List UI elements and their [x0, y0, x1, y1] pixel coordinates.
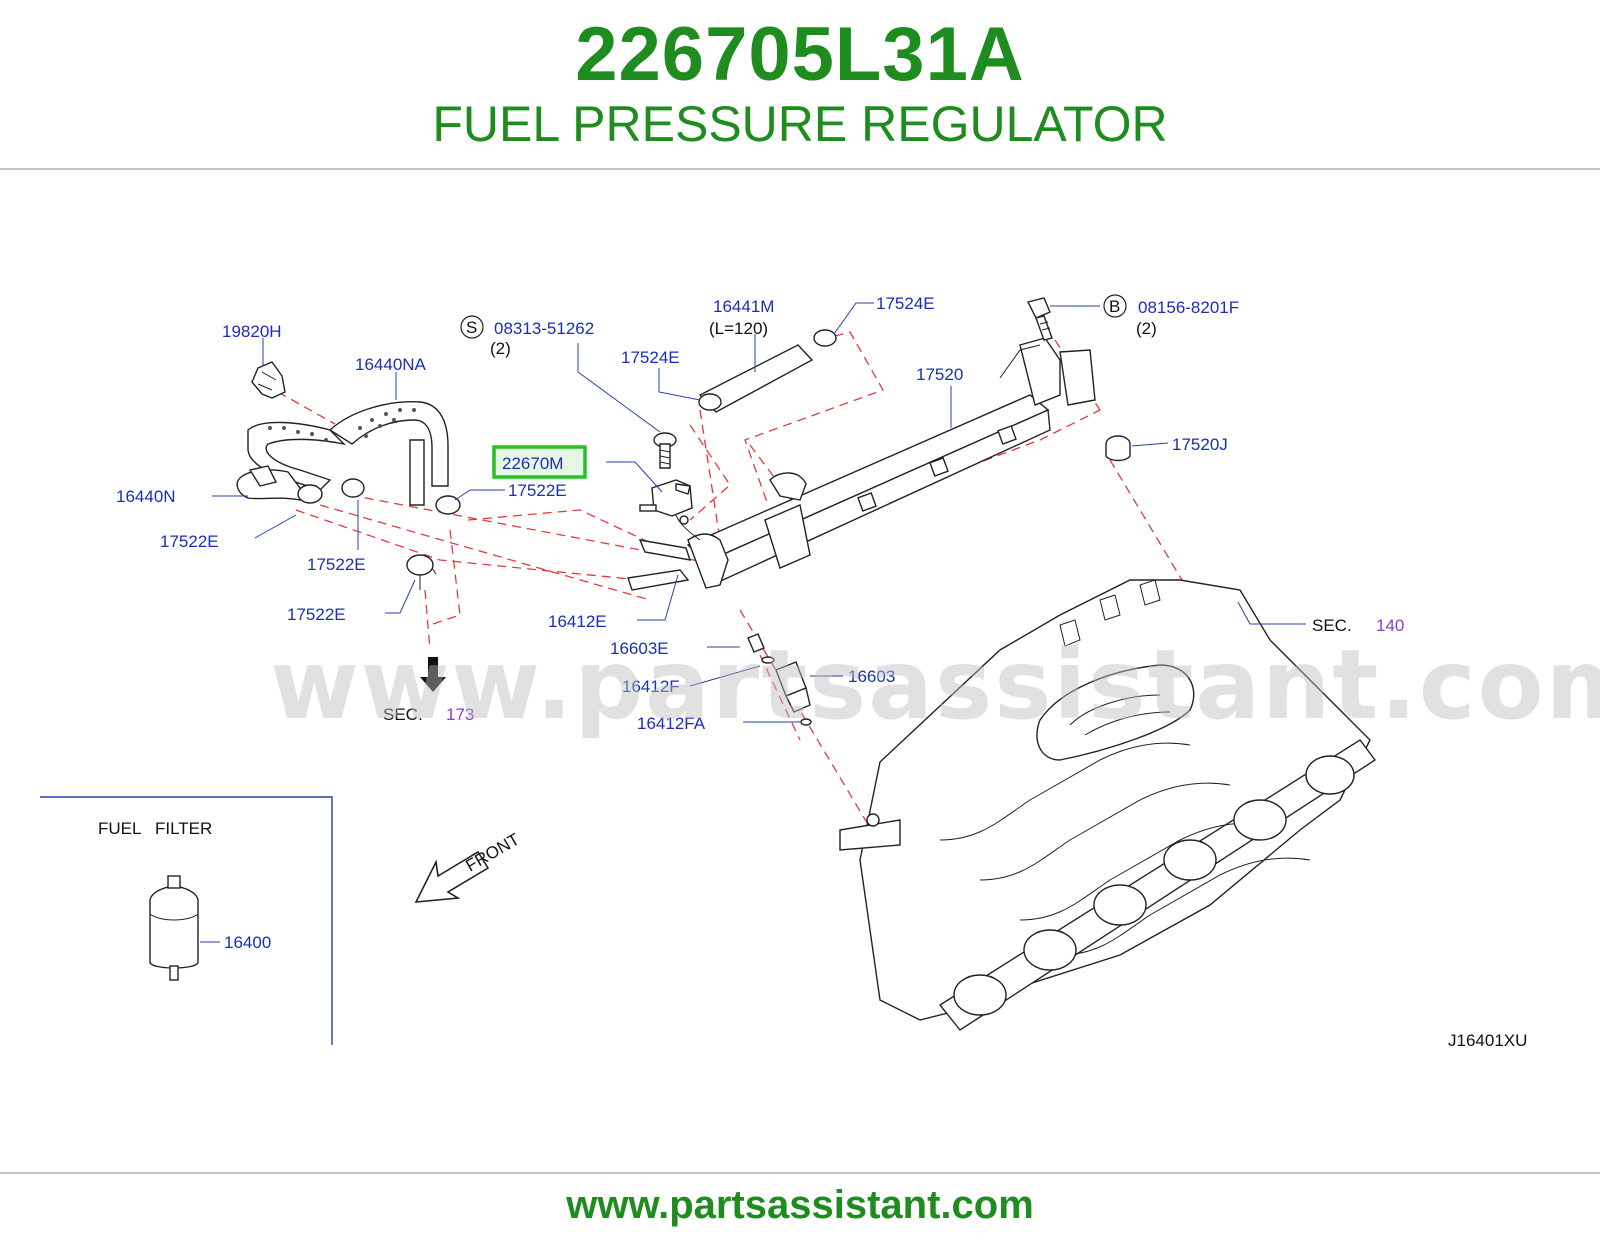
hose-16440NA — [328, 401, 449, 487]
clip-19820H — [251, 361, 286, 399]
fuel-rail-17520 — [627, 337, 1096, 591]
label-16412E[interactable]: 16412E — [548, 612, 607, 631]
label-08313-51262[interactable]: 08313-51262 — [494, 319, 594, 338]
label-16441M[interactable]: 16441M — [713, 297, 774, 316]
page-header: 226705L31A FUEL PRESSURE REGULATOR — [0, 0, 1600, 168]
header-divider — [0, 168, 1600, 170]
footer-site-link[interactable]: www.partsassistant.com — [566, 1183, 1034, 1227]
label-17520[interactable]: 17520 — [916, 365, 963, 384]
label-16440NA[interactable]: 16440NA — [355, 355, 427, 374]
part-name-subtitle: FUEL PRESSURE REGULATOR — [432, 96, 1168, 152]
clamp-17522E-b — [341, 478, 365, 498]
injector-16603 — [747, 633, 812, 726]
assembly-lines — [277, 331, 1261, 961]
label-16400[interactable]: 16400 — [224, 933, 271, 952]
clamp-17522E-d — [406, 554, 434, 576]
label-sec-173-link[interactable]: 173 — [446, 705, 474, 724]
label-17522E-d[interactable]: 17522E — [287, 605, 346, 624]
s-circle-icon — [460, 315, 484, 339]
label-16441M-length: (L=120) — [709, 319, 768, 338]
label-16603E[interactable]: 16603E — [610, 639, 669, 658]
parts-diagram: FRONT 19820H 16440NA 16440N 17522E 17522… — [0, 272, 1600, 1052]
label-08156-qty: (2) — [1136, 319, 1157, 338]
part-number-title: 226705L31A — [575, 12, 1025, 97]
label-17520J[interactable]: 17520J — [1172, 435, 1228, 454]
label-16412F[interactable]: 16412F — [622, 677, 680, 696]
b-circle-letter: B — [1109, 297, 1120, 316]
label-17522E-b[interactable]: 17522E — [307, 555, 366, 574]
watermark: www.partsassistant.com — [270, 629, 1600, 741]
fuel-filter-inset — [40, 796, 333, 1045]
front-arrow-icon — [414, 850, 490, 903]
bolt-08156-8201F — [1026, 297, 1053, 341]
label-22670M[interactable]: 22670M — [502, 454, 563, 473]
inset-title: FUEL FILTER — [98, 819, 212, 838]
label-17522E-c[interactable]: 17522E — [508, 481, 567, 500]
label-sec-140-prefix: SEC. — [1312, 616, 1352, 635]
label-sec-173-prefix: SEC. — [383, 705, 423, 724]
fuel-filter-16400 — [149, 885, 199, 969]
hose-16441M — [698, 329, 837, 413]
hose-assembly — [236, 361, 461, 590]
hose-texture — [358, 408, 416, 438]
clamp-17524E-b — [813, 329, 837, 347]
label-17524E-a[interactable]: 17524E — [621, 348, 680, 367]
label-08156-8201F[interactable]: 08156-8201F — [1138, 298, 1239, 317]
leader-lines — [200, 302, 1306, 943]
clamp-17522E-a — [297, 484, 323, 504]
label-16603[interactable]: 16603 — [848, 667, 895, 686]
sec-173-arrow — [420, 657, 446, 692]
label-16440N[interactable]: 16440N — [116, 487, 176, 506]
clamp-17522E-c — [435, 495, 461, 515]
label-sec-140-link[interactable]: 140 — [1376, 616, 1404, 635]
highlight-box-22670M — [492, 445, 587, 479]
b-circle-icon — [1103, 294, 1127, 318]
label-19820H[interactable]: 19820H — [222, 322, 282, 341]
pressure-regulator-22670M — [639, 479, 693, 525]
intake-manifold — [839, 579, 1377, 1031]
diagram-panel — [0, 272, 1600, 1052]
clamp-17524E-a — [698, 393, 722, 411]
grommet-17520J — [1105, 435, 1131, 462]
screw-08313-51262 — [653, 432, 677, 469]
s-circle-letter: S — [466, 318, 477, 337]
label-08313-qty: (2) — [490, 339, 511, 358]
label-17522E-a[interactable]: 17522E — [160, 532, 219, 551]
label-16412FA[interactable]: 16412FA — [637, 714, 706, 733]
drawing-code: J16401XU — [1448, 1031, 1527, 1050]
label-17524E-b[interactable]: 17524E — [876, 294, 935, 313]
footer-divider — [0, 1172, 1600, 1174]
